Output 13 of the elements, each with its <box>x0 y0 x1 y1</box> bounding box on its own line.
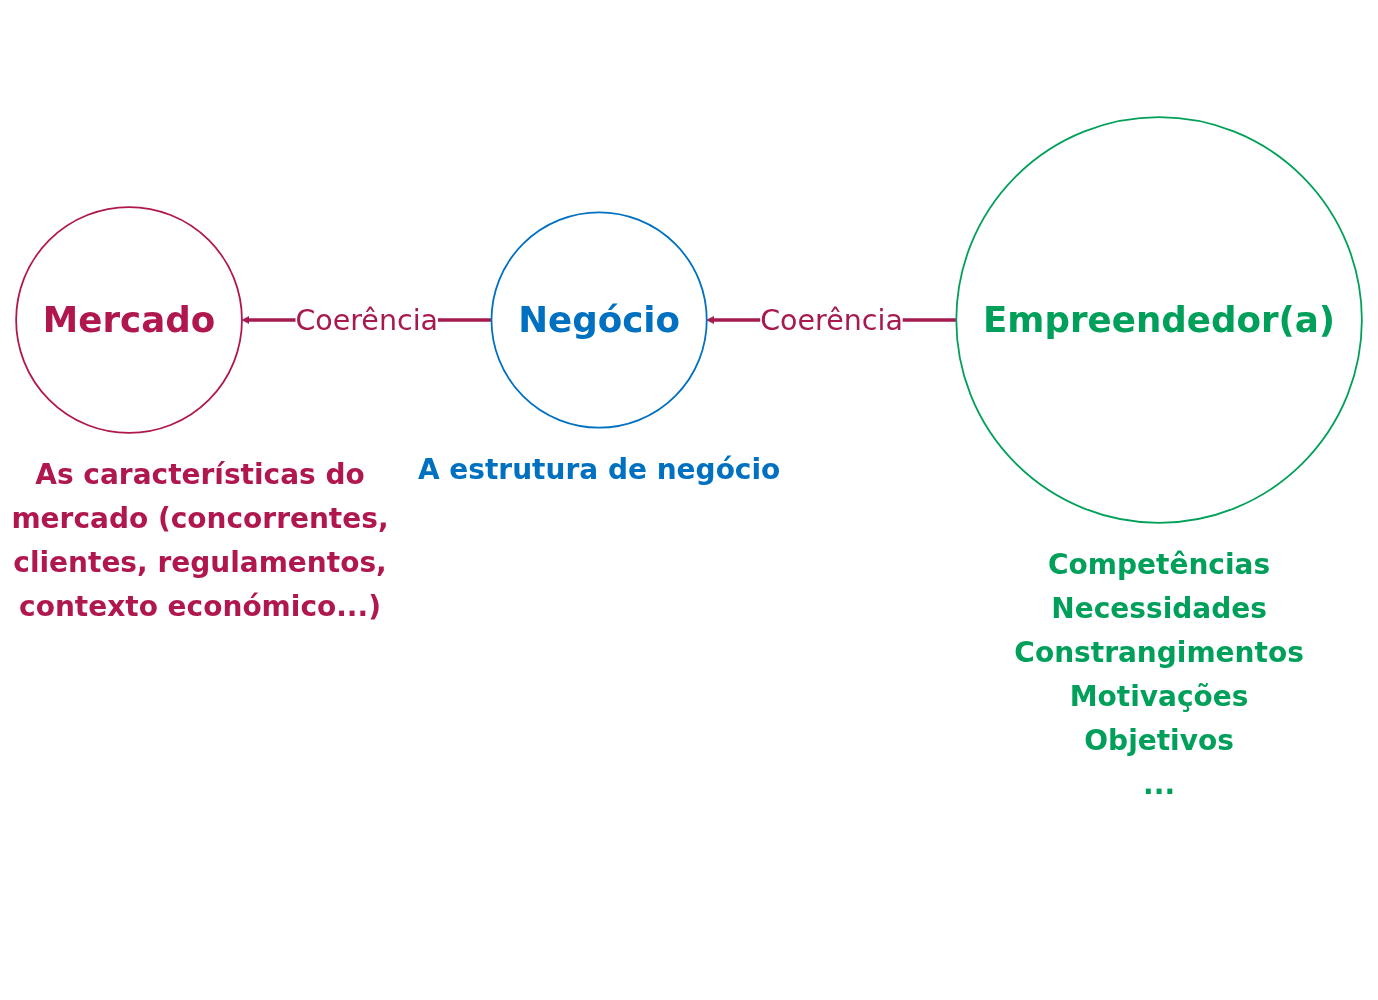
caption-text: Necessidades <box>1051 590 1267 627</box>
caption-text: As características do mercado (concorrentes, clientes, regulamentos, contexto económico...) <box>10 456 390 625</box>
node-circle: Empreendedor(a) <box>955 116 1363 524</box>
caption-text: Competências <box>1048 546 1271 583</box>
caption-text: Motivações <box>1069 678 1249 715</box>
edge-label: Coerência <box>760 303 903 337</box>
caption-text: ... <box>1143 766 1176 803</box>
caption-text: Objetivos <box>1084 722 1234 759</box>
node-circle: Negócio <box>490 211 708 429</box>
caption-text: A estrutura de negócio <box>417 451 781 488</box>
edge-label: Coerência <box>295 303 439 337</box>
caption-text: Constrangimentos <box>1014 634 1304 671</box>
node-circle: Mercado <box>15 206 243 434</box>
